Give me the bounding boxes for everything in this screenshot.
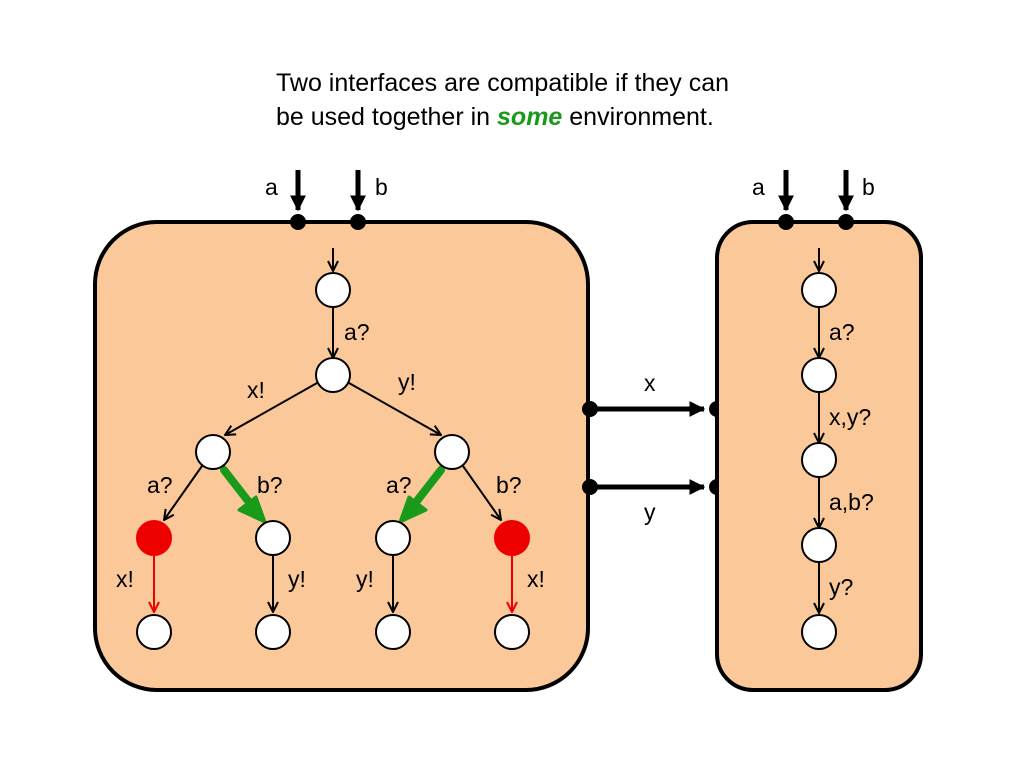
right-state-2 — [801, 357, 837, 393]
label-mid-to-left: x! — [247, 377, 265, 403]
highlight-arrow-right-icon — [398, 466, 445, 524]
right-input-b-label: b — [862, 174, 875, 200]
label-left-to-error: a? — [147, 472, 173, 498]
right-state-3 — [801, 442, 837, 478]
state-root — [315, 272, 351, 308]
state-ok-left — [255, 520, 291, 556]
state-ok-right — [375, 520, 411, 556]
title-line-2-prefix: be used together in — [276, 103, 491, 131]
title-line-2-suffix: environment. — [569, 103, 714, 131]
right-input-a-label: a — [752, 174, 765, 200]
state-leaf-2 — [255, 614, 291, 650]
connection-x-label: x — [644, 370, 656, 396]
right-label-1: a? — [829, 319, 855, 345]
title-line-1: Two interfaces are compatible if they ca… — [276, 69, 730, 97]
right-state-4 — [801, 527, 837, 563]
highlight-arrow-left-icon — [220, 466, 267, 524]
edge-mid-to-right — [348, 382, 441, 435]
label-mid-to-right: y! — [398, 369, 416, 395]
right-label-3: a,b? — [829, 489, 874, 515]
state-error-right — [494, 520, 530, 556]
slide-title: Two interfaces are compatible if they ca… — [276, 66, 836, 134]
state-left — [195, 434, 231, 470]
label-root-to-mid: a? — [344, 319, 370, 345]
edge-left-to-error — [164, 465, 203, 520]
title-line-2: be used together in some environment. — [276, 100, 836, 134]
label-error-left-out: x! — [116, 566, 134, 592]
right-state-1 — [801, 272, 837, 308]
label-ok-right-out: y! — [356, 566, 374, 592]
connection-y-label: y — [644, 499, 656, 525]
edge-right-to-error — [462, 465, 501, 520]
left-interface-box — [93, 220, 590, 692]
left-port-b — [350, 214, 366, 230]
state-error-left — [136, 520, 172, 556]
state-leaf-1 — [136, 614, 172, 650]
right-port-a — [778, 214, 794, 230]
right-label-4: y? — [829, 574, 853, 600]
left-input-b-label: b — [375, 174, 388, 200]
right-state-5 — [801, 614, 837, 650]
label-left-to-ok: b? — [257, 472, 283, 498]
state-leaf-4 — [494, 614, 530, 650]
left-input-a-label: a — [265, 174, 278, 200]
right-port-b — [838, 214, 854, 230]
label-ok-left-out: y! — [288, 566, 306, 592]
right-label-2: x,y? — [829, 404, 871, 430]
left-interface: a b — [93, 170, 590, 692]
right-interface: a b a? x,y? a,b? y? — [715, 170, 923, 692]
title-emphasis-word: some — [497, 103, 563, 131]
label-error-right-out: x! — [527, 566, 545, 592]
state-leaf-3 — [375, 614, 411, 650]
label-right-to-ok: a? — [386, 472, 412, 498]
edge-mid-to-left — [225, 382, 318, 435]
interface-connections: x y — [582, 370, 725, 525]
state-mid — [315, 357, 351, 393]
label-right-to-error: b? — [496, 472, 522, 498]
left-port-a — [290, 214, 306, 230]
state-right — [434, 434, 470, 470]
